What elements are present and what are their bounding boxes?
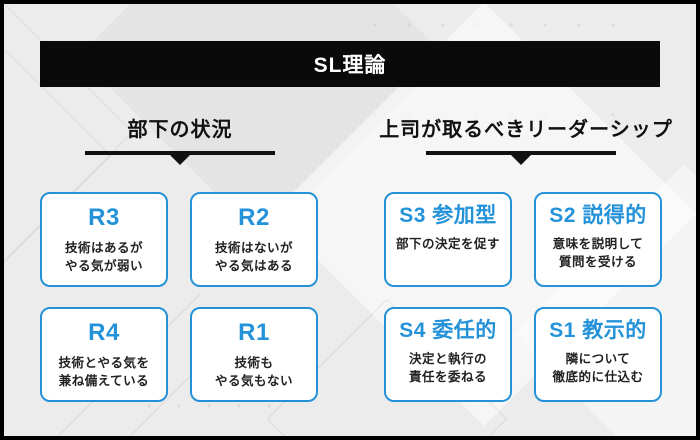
style-box-s1: S1 教示的 隣について 徹底的に仕込む [534,307,662,402]
status-box-r4: R4 技術とやる気を 兼ね備えている [40,307,168,402]
box-description: 技術とやる気を 兼ね備えている [58,355,150,388]
status-box-r1: R1 技術も やる気もない [190,307,318,402]
left-column-heading: 部下の状況 [127,119,233,141]
status-box-r2: R2 技術はないが やる気はある [190,192,318,287]
box-description: 意味を説明して 質問を受ける [552,237,644,270]
style-box-s2: S2 説得的 意味を説明して 質問を受ける [534,192,662,287]
box-description: 隣について 徹底的に仕込む [552,352,644,385]
leadership-style-group: S3 参加型 部下の決定を促す S2 説得的 意味を説明して 質問を受ける S4… [384,192,662,402]
box-description: 部下の決定を促す [395,237,500,252]
status-box-r3: R3 技術はあるが やる気が弱い [40,192,168,287]
box-label: R3 [88,204,120,231]
box-description: 技術も やる気もない [214,355,293,388]
box-description: 決定と執行の 責任を委ねる [408,352,487,385]
box-label: R1 [238,319,270,346]
style-box-s4: S4 委任的 決定と執行の 責任を委ねる [384,307,512,402]
box-label: S4 委任的 [399,319,497,342]
left-heading-underline [85,151,275,155]
title-bar: SL理論 [40,41,660,87]
diagram-title: SL理論 [313,54,387,77]
box-description: 技術はないが やる気はある [214,240,293,273]
box-label: S1 教示的 [549,319,647,342]
triangle-down-icon [510,154,532,165]
box-label: R2 [238,204,270,231]
box-label: S2 説得的 [549,204,647,227]
box-description: 技術はあるが やる気が弱い [64,240,143,273]
box-label: R4 [88,319,120,346]
subordinate-status-group: R3 技術はあるが やる気が弱い R2 技術はないが やる気はある R4 技術と… [40,192,318,402]
diagram-content: SL理論 部下の状況 上司が取るべきリーダーシップ R3 技術はあるが やる気が… [4,4,696,436]
triangle-down-icon [169,154,191,165]
right-column-heading: 上司が取るべきリーダーシップ [379,119,673,141]
style-box-s3: S3 参加型 部下の決定を促す [384,192,512,287]
box-label: S3 参加型 [399,204,497,227]
